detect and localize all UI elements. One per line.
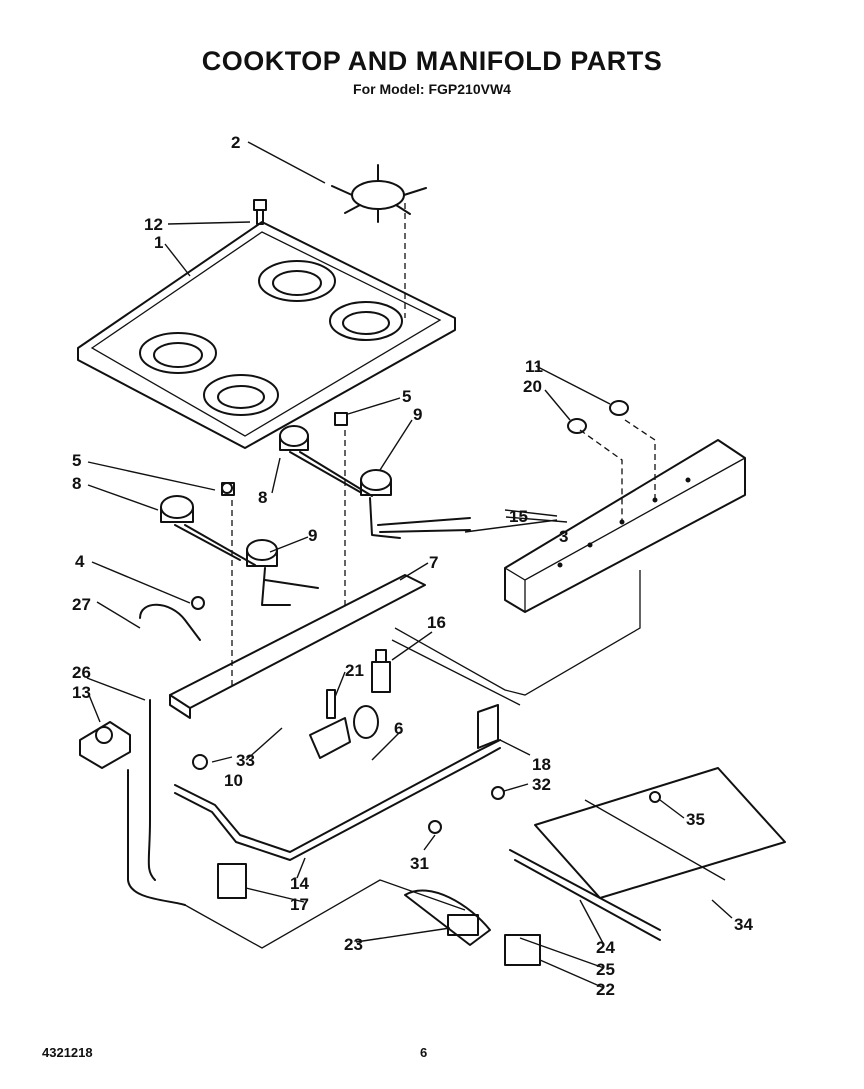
callout-17: 17	[290, 895, 309, 914]
heat-shield	[534, 767, 786, 899]
callout-4: 4	[75, 552, 85, 571]
pressure-regulator	[79, 721, 131, 769]
model-subtitle: For Model: FGP210VW4	[353, 81, 511, 97]
callout-1: 1	[154, 233, 163, 252]
callout-31: 31	[410, 854, 429, 873]
document-number: 4321218	[42, 1045, 93, 1060]
callout-22: 22	[596, 980, 615, 999]
control-panel	[504, 439, 746, 613]
wire-harness	[391, 570, 641, 706]
callout-35: 35	[686, 810, 705, 829]
connection-line	[184, 879, 466, 949]
callout-13: 13	[72, 683, 91, 702]
callout-3: 3	[559, 527, 568, 546]
cooktop-panel	[77, 221, 456, 449]
callout-33: 33	[236, 751, 255, 770]
guide-line	[579, 419, 656, 520]
callout-16: 16	[427, 613, 446, 632]
callout-27: 27	[72, 595, 91, 614]
burner-assembly-right	[279, 412, 401, 539]
burner-grate	[331, 164, 427, 223]
callout-20: 20	[523, 377, 542, 396]
callout-23: 23	[344, 935, 363, 954]
switch-part	[371, 649, 391, 693]
callout-8: 8	[258, 488, 267, 507]
fasteners	[191, 482, 661, 899]
callout-9: 9	[413, 405, 422, 424]
callout-12: 12	[144, 215, 163, 234]
bracket-part	[477, 704, 499, 749]
knob-parts	[567, 400, 629, 434]
gas-tube	[139, 603, 201, 881]
leader-lines	[86, 141, 733, 989]
callout-15: 15	[509, 507, 528, 526]
callout-24: 24	[596, 938, 615, 957]
callout-25: 25	[596, 960, 615, 979]
callout-5: 5	[72, 451, 81, 470]
callout-8: 8	[72, 474, 81, 493]
igniter-wire	[377, 517, 471, 533]
screw-part	[253, 199, 267, 225]
callout-32: 32	[532, 775, 551, 794]
callout-7: 7	[429, 553, 438, 572]
callout-10: 10	[224, 771, 243, 790]
page-title: COOKTOP AND MANIFOLD PARTS	[201, 46, 663, 76]
page-number: 6	[420, 1045, 428, 1060]
burner-assembly-left	[160, 482, 319, 606]
callout-9: 9	[308, 526, 317, 545]
callout-21: 21	[345, 661, 364, 680]
manifold-bracket	[169, 430, 426, 719]
valve-assembly	[309, 689, 379, 759]
callout-2: 2	[231, 133, 240, 152]
callout-26: 26	[72, 663, 91, 682]
igniter-assembly	[404, 849, 661, 966]
callout-6: 6	[394, 719, 403, 738]
callout-labels: 2 12 1 5 9 8 5 8 9 4 27 7 26 13 21 16 6 …	[72, 133, 753, 999]
callout-5: 5	[402, 387, 411, 406]
callout-34: 34	[734, 915, 753, 934]
callout-14: 14	[290, 874, 309, 893]
callout-18: 18	[532, 755, 551, 774]
callout-11: 11	[525, 357, 543, 376]
manifold-pipe	[174, 739, 501, 861]
